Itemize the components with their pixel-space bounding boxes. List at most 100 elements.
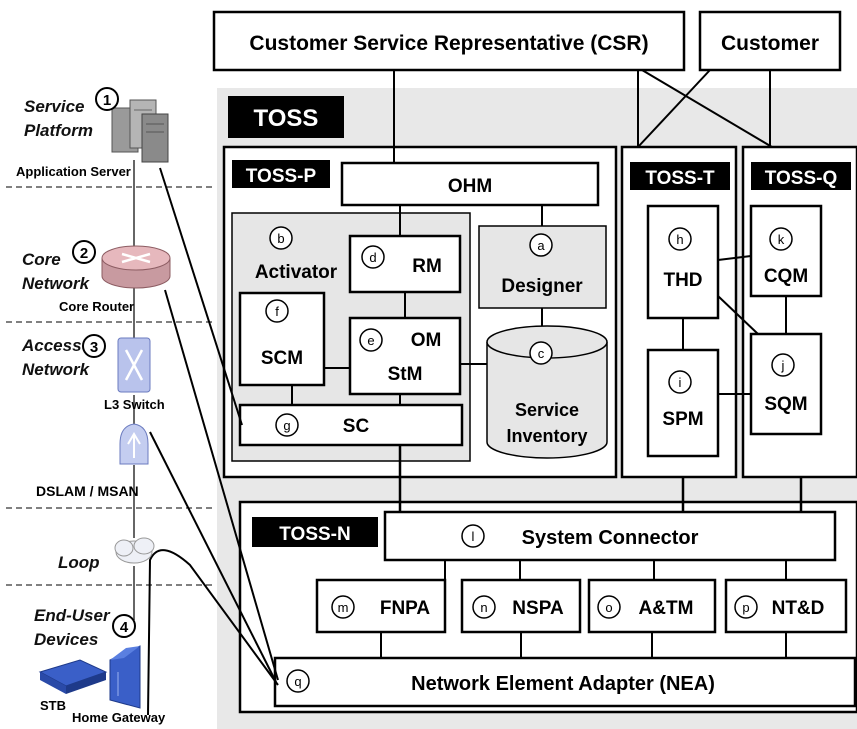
access-network-label-2: Network <box>22 360 91 379</box>
core-network-label-2: Network <box>22 274 91 293</box>
svg-text:a: a <box>537 238 545 253</box>
marker-g: g <box>275 413 299 437</box>
sqm-label: SQM <box>764 394 807 415</box>
marker-k: k <box>769 227 793 251</box>
marker-j: j <box>771 353 795 377</box>
toss-title: TOSS <box>254 105 319 132</box>
service-inventory-label-1: Service <box>515 400 579 420</box>
number-1-badge: 1 <box>95 87 119 111</box>
svg-text:m: m <box>338 600 349 615</box>
toss-q-title: TOSS-Q <box>765 168 838 189</box>
number-2-badge: 2 <box>72 240 96 264</box>
number-3-badge: 3 <box>82 334 106 358</box>
rm-label: RM <box>412 256 442 277</box>
sc-label: SC <box>343 416 370 437</box>
nspa-label: NSPA <box>512 598 564 619</box>
system-connector-box <box>383 510 837 562</box>
home-gateway-icon <box>109 645 141 709</box>
customer-tosst-link <box>637 69 711 148</box>
core-network-label-1: Core <box>22 250 61 269</box>
designer-label: Designer <box>501 276 583 297</box>
stb-label: STB <box>40 698 66 713</box>
atm-label: A&TM <box>639 598 694 619</box>
cqm-box <box>749 204 823 298</box>
scm-label: SCM <box>261 348 303 369</box>
svg-text:q: q <box>294 674 301 689</box>
cqm-label: CQM <box>764 266 808 287</box>
marker-q: q <box>286 669 310 693</box>
service-inventory-label-2: Inventory <box>506 426 587 446</box>
application-server-icon <box>111 99 169 163</box>
svg-text:p: p <box>742 600 749 615</box>
thd-box <box>646 204 720 320</box>
thd-cqm-link <box>717 255 752 261</box>
ohm-label: OHM <box>448 176 492 197</box>
toss-n-title: TOSS-N <box>279 524 350 545</box>
loop-label: Loop <box>58 553 100 572</box>
service-platform-label-1: Service <box>24 97 85 116</box>
stb-icon <box>38 659 108 694</box>
toss-q-label-box <box>751 162 851 190</box>
marker-i: i <box>668 370 692 394</box>
router-to-nea-line <box>164 289 279 681</box>
ntd-label: NT&D <box>772 598 825 619</box>
marker-a: a <box>529 233 553 257</box>
home-gateway-label: Home Gateway <box>72 710 166 725</box>
service-platform-label-2: Platform <box>24 121 93 140</box>
marker-c: c <box>529 341 553 365</box>
number-4-badge: 4 <box>112 614 136 638</box>
marker-e: e <box>359 328 383 352</box>
ohm-box <box>340 161 600 207</box>
svg-text:b: b <box>277 231 284 246</box>
l3-switch-label: L3 Switch <box>104 397 165 412</box>
core-router-label: Core Router <box>59 299 134 314</box>
svg-text:2: 2 <box>80 245 88 262</box>
thd-sqm-link <box>717 295 759 335</box>
om-label: OM <box>411 330 442 351</box>
application-server-label: Application Server <box>16 164 131 179</box>
marker-b: b <box>269 226 293 250</box>
stm-label: StM <box>388 364 423 385</box>
svg-text:f: f <box>275 304 279 319</box>
customer-label: Customer <box>721 32 819 55</box>
svg-text:3: 3 <box>90 339 98 356</box>
spm-label: SPM <box>662 409 703 430</box>
toss-t-label-box <box>630 162 730 190</box>
toss-p-title: TOSS-P <box>246 166 317 187</box>
svg-text:g: g <box>283 418 290 433</box>
nea-box <box>273 656 857 708</box>
end-user-label-1: End-User <box>34 606 111 625</box>
activator-label: Activator <box>255 262 338 283</box>
toss-p-label-box <box>232 160 330 188</box>
sqm-box <box>749 332 823 436</box>
thd-label: THD <box>663 270 702 291</box>
system-connector-label: System Connector <box>522 527 699 549</box>
marker-n: n <box>472 595 496 619</box>
toss-label-box <box>228 96 344 138</box>
svg-text:o: o <box>605 600 612 615</box>
dslam-to-nea-line <box>149 431 277 683</box>
sc-box <box>238 403 464 447</box>
marker-h: h <box>668 227 692 251</box>
svg-text:4: 4 <box>120 619 129 636</box>
nea-label: Network Element Adapter (NEA) <box>411 673 715 695</box>
svg-text:h: h <box>676 232 683 247</box>
access-network-label-1: Access <box>21 336 82 355</box>
core-router-icon <box>101 245 171 289</box>
svg-text:1: 1 <box>103 92 111 109</box>
dslam-label: DSLAM / MSAN <box>36 483 139 499</box>
marker-f: f <box>265 299 289 323</box>
server-to-sc-line <box>159 167 243 426</box>
svg-text:n: n <box>480 600 487 615</box>
csr-tossq-link <box>641 69 773 148</box>
svg-text:k: k <box>778 232 785 247</box>
fnpa-label: FNPA <box>380 598 431 619</box>
toss-n-label-box <box>252 517 378 547</box>
service-inventory-cylinder <box>486 342 608 459</box>
svg-text:c: c <box>538 346 545 361</box>
l3-switch-icon <box>117 337 151 393</box>
svg-text:i: i <box>679 375 682 390</box>
toss-t-title: TOSS-T <box>645 168 715 189</box>
cloud-icon <box>114 537 155 564</box>
